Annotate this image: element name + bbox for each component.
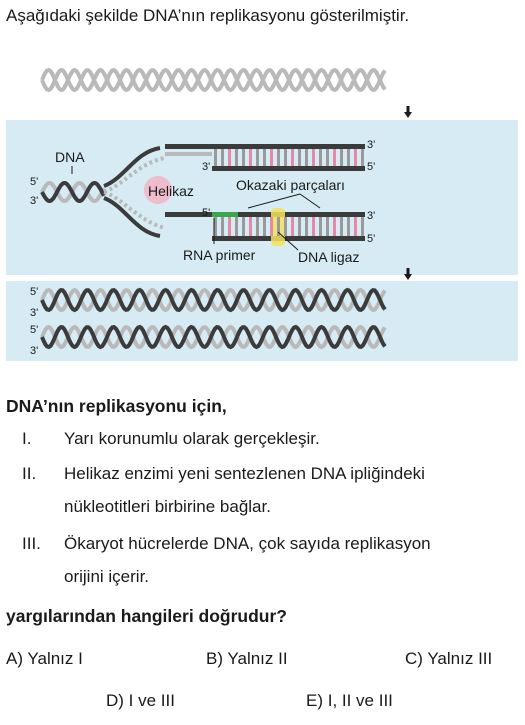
end-mark-bottom-5b: 5'	[30, 324, 38, 336]
statement-3-text: Ökaryot hücrelerde DNA, çok sayıda repli…	[64, 527, 519, 593]
end-mark-left-3: 3'	[30, 195, 38, 207]
helicase-enzyme	[144, 176, 172, 204]
end-mark-upper-3: 3'	[367, 139, 375, 151]
statement-2-line-2: nükleotitleri birbirine bağlar.	[64, 497, 271, 516]
lagging-strand-pair	[165, 208, 365, 246]
okazaki-pointer	[247, 193, 321, 209]
statement-1-text: Yarı korunumlu olarak gerçekleşir.	[64, 422, 519, 455]
statement-2-line-1: Helikaz enzimi yeni sentezlenen DNA ipli…	[64, 464, 425, 483]
option-a[interactable]: A) Yalnız I	[6, 649, 83, 668]
intro-text: Aşağıdaki şekilde DNA’nın replikasyonu g…	[6, 6, 410, 25]
option-e[interactable]: E) I, II ve III	[306, 691, 393, 710]
option-d[interactable]: D) I ve III	[106, 691, 175, 710]
end-mark-left-5: 5'	[30, 176, 38, 188]
dna-replication-figure: DNA Helikaz Okazaki parçaları RNA primer…	[6, 67, 518, 361]
daughter-dna-helix-1	[40, 287, 387, 313]
rna-primer-segment	[212, 212, 238, 217]
statement-1-line-1: Yarı korunumlu olarak gerçekleşir.	[64, 429, 320, 448]
statement-2-number: II.	[22, 464, 37, 483]
statement-2-text: Helikaz enzimi yeni sentezlenen DNA ipli…	[64, 457, 519, 523]
statement-3-number: III.	[22, 534, 41, 553]
end-mark-lower-3: 3'	[367, 210, 375, 222]
end-mark-upper-5: 5'	[367, 161, 375, 173]
option-c[interactable]: C) Yalnız III	[405, 649, 493, 668]
end-mark-bottom-3b: 3'	[30, 345, 38, 357]
question-ask: yargılarından hangileri doğrudur?	[6, 606, 287, 626]
daughter-dna-helix-2	[40, 324, 387, 350]
end-mark-upper-inner-3: 3'	[202, 161, 210, 173]
label-dna: DNA	[55, 149, 85, 165]
question-stem: DNA’nın replikasyonu için,	[6, 396, 227, 416]
label-dna-ligaz: DNA ligaz	[298, 249, 359, 265]
end-mark-bottom-3a: 3'	[30, 307, 38, 319]
unwinding-dna-helix	[40, 181, 106, 203]
replication-fork	[103, 146, 166, 238]
end-mark-lower-5: 5'	[367, 233, 375, 245]
down-arrow-1	[404, 112, 412, 118]
end-mark-bottom-5a: 5'	[30, 286, 38, 298]
down-arrow-2	[404, 274, 412, 280]
label-helikaz: Helikaz	[148, 183, 194, 199]
label-okazaki: Okazaki parçaları	[236, 177, 345, 193]
parent-dna-helix	[40, 67, 387, 93]
statement-1-number: I.	[22, 429, 32, 448]
label-rna-primer: RNA primer	[183, 247, 256, 263]
leading-strand-pair	[165, 144, 365, 171]
option-b[interactable]: B) Yalnız II	[206, 649, 288, 668]
end-mark-lower-inner-5: 5'	[202, 207, 210, 219]
statement-3-line-2: orijini içerir.	[64, 567, 150, 586]
statement-3-line-1: Ökaryot hücrelerde DNA, çok sayıda repli…	[64, 534, 431, 553]
dna-ligase-pointer	[277, 231, 299, 251]
